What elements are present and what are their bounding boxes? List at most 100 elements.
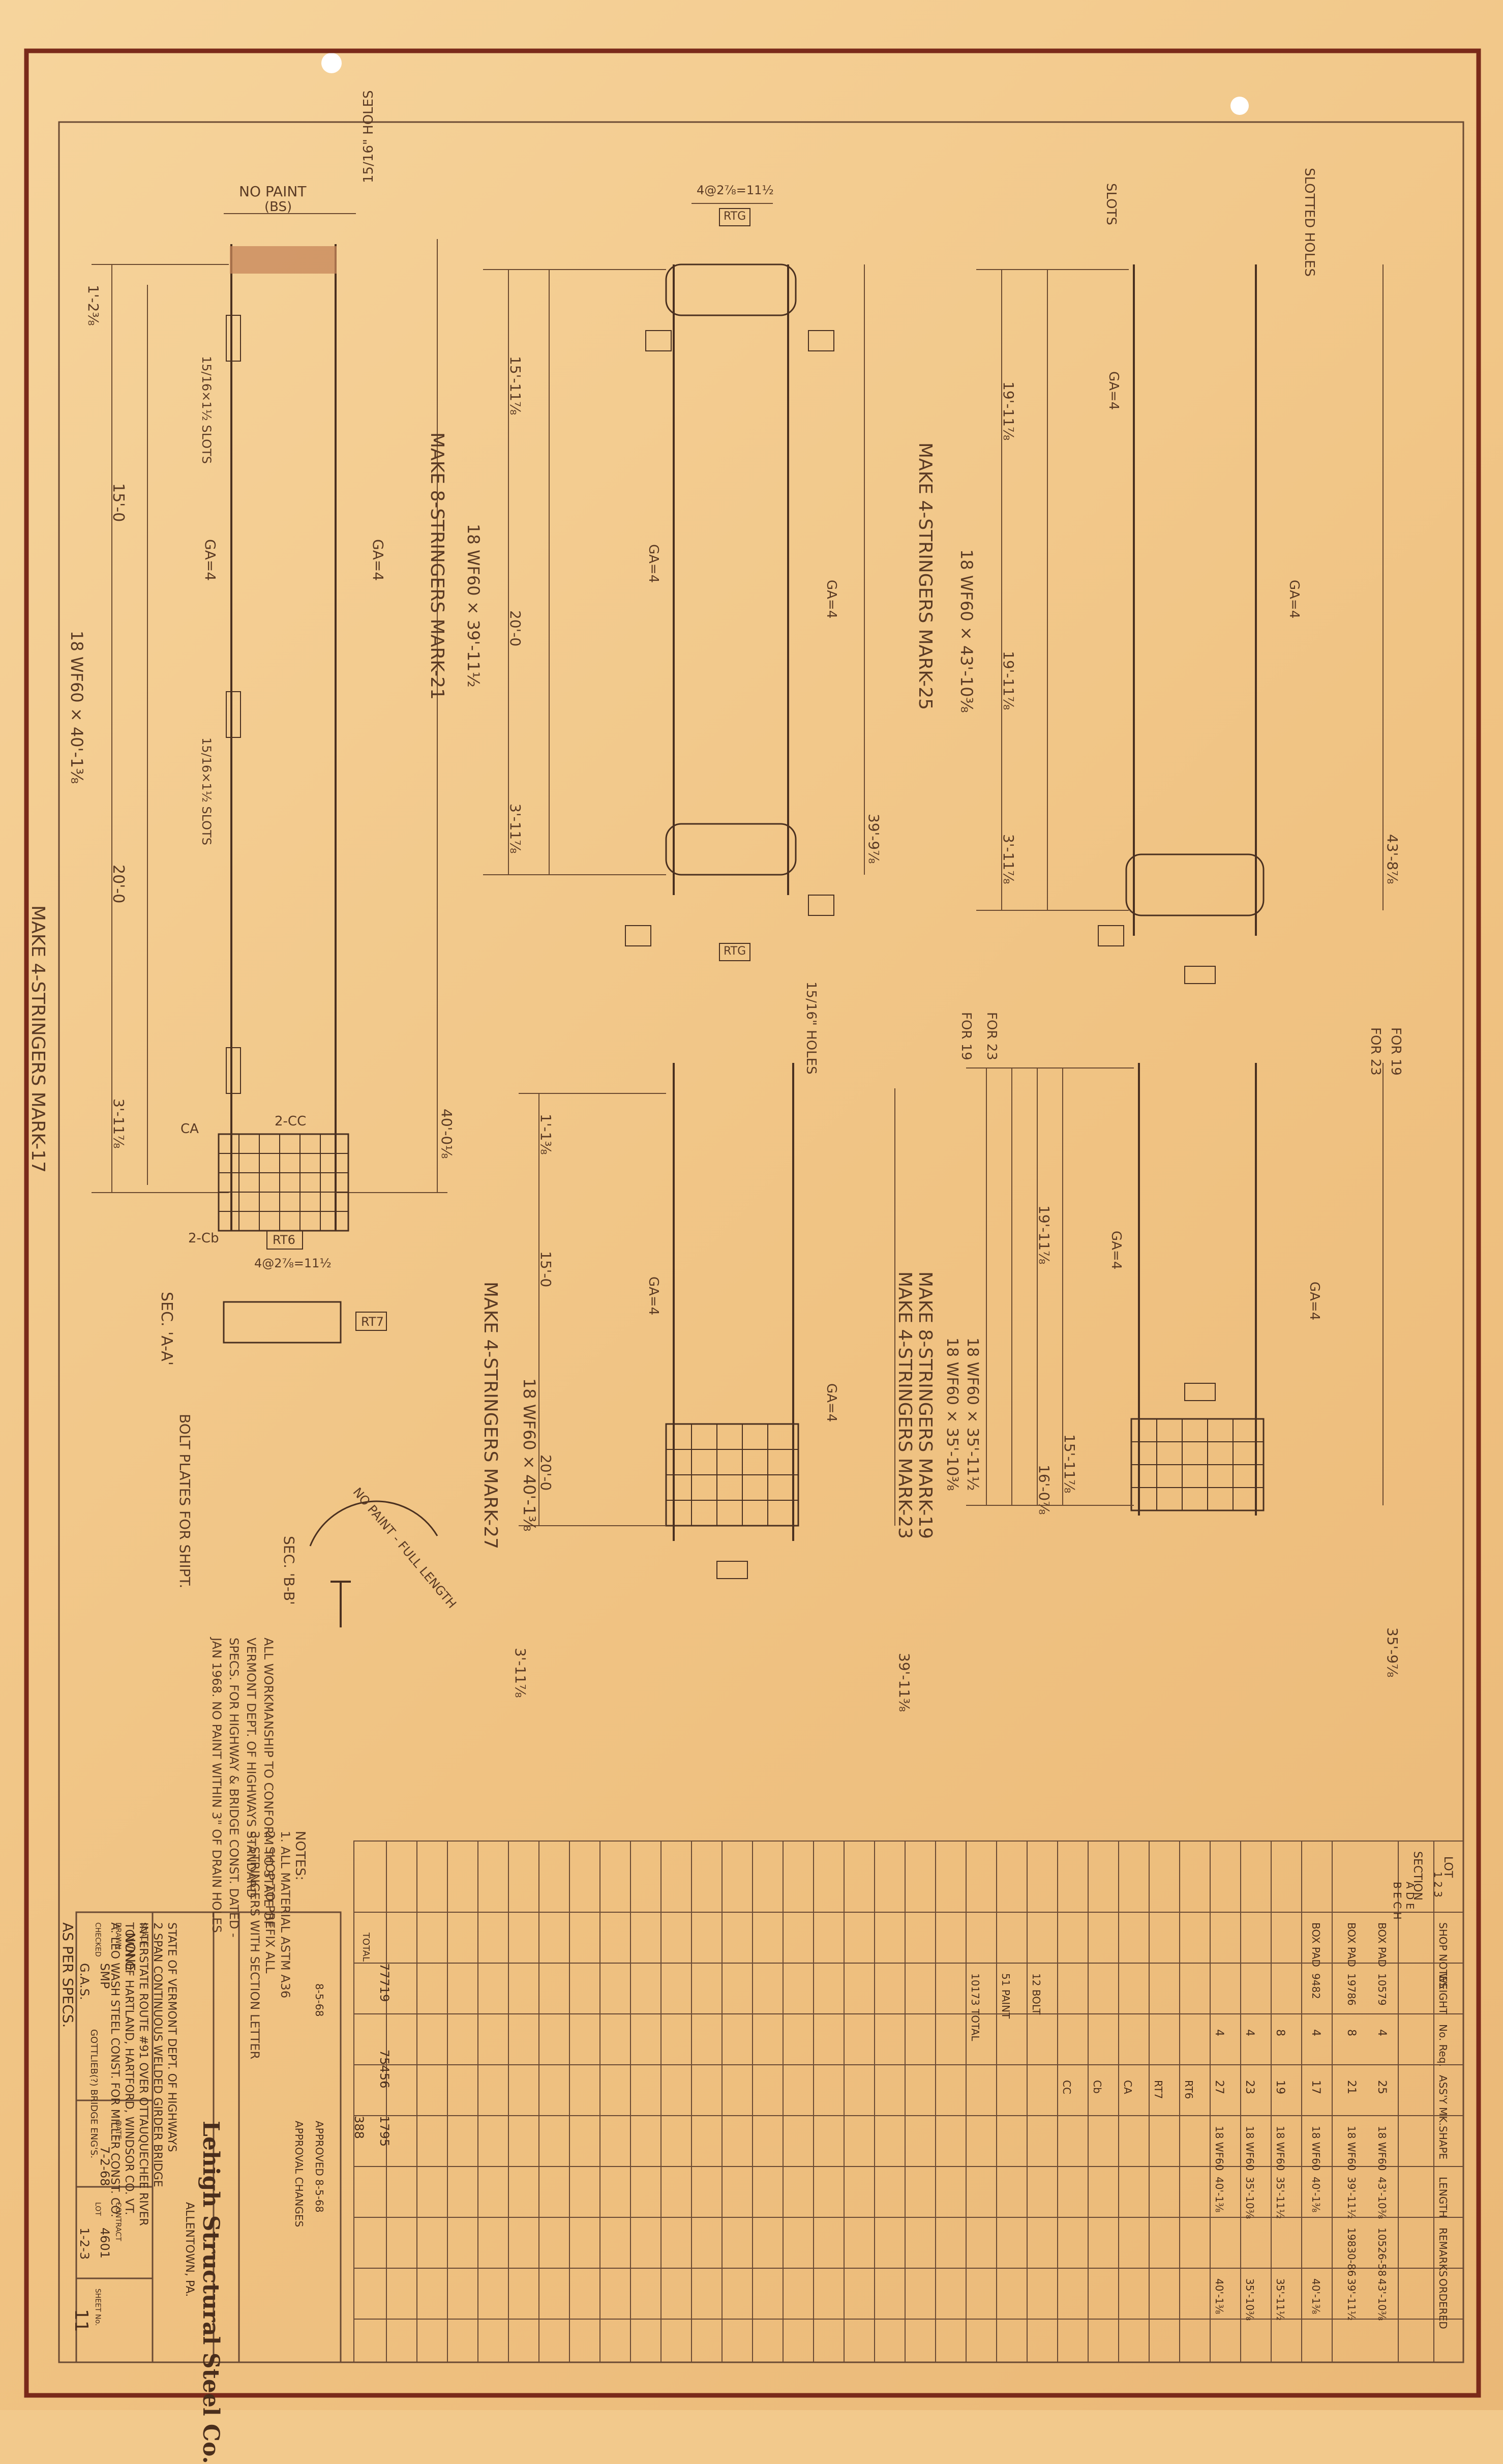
stringer-25-slotted-holes: SLOTTED HOLES <box>1302 168 1317 277</box>
stringer-17-gauge-2: GA=4 <box>370 539 386 581</box>
stringer-19-23-view <box>966 1063 1384 1516</box>
stringer-17-view <box>92 213 447 1344</box>
weld-total: 75456 <box>377 2050 392 2089</box>
stringer-21-dim-3: 3'-11⅞ <box>507 804 524 854</box>
shop-drawing <box>24 48 1481 2398</box>
stringer-25-view <box>976 264 1384 984</box>
date-value: 7-2-68 <box>98 2146 112 2186</box>
row-23-no: 4 <box>1243 2029 1256 2036</box>
stringer-23-section: 18 WF60 × 35'-10⅜ <box>943 1338 961 1491</box>
schedule-header-length: LENGTH <box>1437 2177 1449 2218</box>
stringer-27-dim-1: 1'-1⅜ <box>537 1114 554 1155</box>
stringer-19-dim-4: 35'-9⅞ <box>1384 1627 1401 1678</box>
description-line-2: 2 SPAN CONTINUOUS WELDED GIRDER BRIDGE <box>151 1922 164 2187</box>
contract-value: 4601 <box>98 2228 112 2259</box>
row-17-mk: 17 <box>1309 2080 1322 2094</box>
stringer-27-gauge-2: GA=4 <box>824 1383 839 1422</box>
stringer-21-rtg-top: RTG <box>724 210 746 223</box>
stringer-21-top-dim: 4@2⅞=11½ <box>697 183 774 197</box>
end-label-spacing: 4@2⅞=11½ <box>254 1256 332 1270</box>
stringer-19-gauge-1: GA=4 <box>1108 1231 1124 1270</box>
row-25-length: 43'-10⅜ <box>1376 2177 1388 2219</box>
outer-border <box>24 48 1481 2398</box>
stringer-17-section: 18 WF60 × 40'-1⅜ <box>67 631 86 784</box>
total-label: TOTAL <box>360 1933 371 1962</box>
section-aa-label: SEC. 'A-A' <box>158 1292 175 1366</box>
end-label-2cb: 2-Cb <box>188 1231 219 1246</box>
stringer-25-gauge-2: GA=4 <box>1286 580 1302 619</box>
row-21-weight: 19786 <box>1345 1973 1358 2006</box>
stringer-25-dim-4: 43'-8⅞ <box>1384 834 1401 884</box>
row-23-mk: 23 <box>1243 2080 1256 2094</box>
row-17-no: 4 <box>1309 2029 1322 2036</box>
no-paint-label: NO PAINT <box>239 183 307 200</box>
note-2: 2. SHOP TO PREFIX ALL <box>263 1831 277 1974</box>
stringer-27-title: MAKE 4-STRINGERS MARK-27 <box>480 1282 501 1550</box>
stringer-19-gauge-2: GA=4 <box>1307 1282 1322 1321</box>
date-label: DATE <box>114 2121 122 2140</box>
stringer-17-dim-5: 40'-0⅛ <box>438 1109 455 1159</box>
stringer-23-title: MAKE 4-STRINGERS MARK-23 <box>894 1271 915 1539</box>
schedule-header-no-req: No. Req. <box>1437 2024 1449 2067</box>
plate-total: 1795 <box>377 2116 392 2147</box>
row-17-shape: 18 WF60 <box>1310 2126 1322 2171</box>
misc-ca: CA <box>1122 2080 1134 2094</box>
row-17-ordered: 40'-1⅜ <box>1310 2278 1322 2314</box>
approved-note: APPROVED 8-5-68 <box>313 2121 325 2213</box>
for-23-label-1: FOR 23 <box>984 1012 999 1060</box>
schedule-header-weight: WEIGHT <box>1437 1973 1449 2015</box>
row-17-length: 40'-1⅜ <box>1310 2177 1322 2213</box>
stringer-17-dim-4: 3'-11⅞ <box>110 1099 127 1149</box>
drawn-label: DRAWN <box>114 1922 122 1950</box>
punch-hole <box>321 53 342 73</box>
checked-value: G.A.S. <box>77 1963 92 2000</box>
row-19-mk: 19 <box>1274 2080 1286 2094</box>
row-25-shape: 18 WF60 <box>1376 2126 1388 2171</box>
company-name: Lehigh Structural Steel Co. <box>198 2121 224 2464</box>
row-21-shop: BOX PAD <box>1345 1922 1358 1967</box>
stringer-21-view <box>483 203 865 961</box>
row-19-length: 35'-11½ <box>1274 2177 1286 2219</box>
stringer-21-rtg-bottom: RTG <box>724 945 746 958</box>
bolts-row: 12 BOLT <box>1030 1973 1042 2015</box>
stringer-25-dim-2: 19'-11⅞ <box>1000 651 1017 710</box>
lot-value: 1-2-3 <box>77 2228 92 2260</box>
stringer-19-title: MAKE 8-STRINGERS MARK-19 <box>915 1271 936 1539</box>
stringer-17-slots-1: 15/16×1½ SLOTS <box>199 356 214 464</box>
description-line-3: INTERSTATE ROUTE #91 OVER OTTAUQUECHEE R… <box>137 1922 149 2226</box>
stringer-19-dim-3: 16'-0⅞ <box>1036 1465 1053 1515</box>
row-lot-values: 1 2 3 <box>1432 1872 1444 1897</box>
bolt-plates-note: BOLT PLATES FOR SHIPT. <box>176 1414 193 1589</box>
stringer-17-title: MAKE 4-STRINGERS MARK-17 <box>27 905 48 1173</box>
stringer-21-dim-4: 39'-9⅞ <box>865 814 882 864</box>
inner-border <box>58 121 1464 2363</box>
row-21-remarks: 19830-86 <box>1345 2228 1358 2277</box>
row-21-ordered: 39'-11½ <box>1345 2278 1358 2321</box>
row-27-mk: 27 <box>1213 2080 1225 2094</box>
row-19-shape: 18 WF60 <box>1274 2126 1286 2171</box>
misc-rt6: RT6 <box>1183 2080 1195 2099</box>
row-section-values-2: B E C H <box>1391 1882 1403 1920</box>
row-25-ordered: 43'-10⅜ <box>1376 2278 1388 2321</box>
sheet-label: SHEET No. <box>94 2289 102 2326</box>
stringer-17-dim-2: 15'-0 <box>109 483 127 522</box>
stringer-25-title: MAKE 4-STRINGERS MARK-25 <box>915 442 936 710</box>
material-schedule-grid <box>353 1840 1464 2363</box>
stringer-19-section: 18 WF60 × 35'-11½ <box>964 1338 981 1491</box>
stringer-21-gauge-2: GA=4 <box>824 580 839 619</box>
scale-label: SCALE <box>139 1922 147 1945</box>
row-25-shop: BOX PAD <box>1376 1922 1388 1967</box>
scale-value: NONE <box>122 1933 137 1971</box>
notes-heading: NOTES: <box>292 1831 308 1881</box>
for-19-label-1: FOR 19 <box>958 1012 974 1060</box>
for-19-label-2: FOR 19 <box>1388 1027 1403 1076</box>
checked-label: CHECKED <box>94 1922 102 1957</box>
stringer-21-title: MAKE 8-STRINGERS MARK-21 <box>427 432 447 700</box>
stringer-27-dim-4: 3'-11⅞ <box>512 1648 529 1698</box>
row-27-shape: 18 WF60 <box>1213 2126 1225 2171</box>
row-23-shape: 18 WF60 <box>1244 2126 1256 2171</box>
total-row: 10173 TOTAL <box>969 1973 981 2041</box>
stringer-27-view <box>519 1063 895 1579</box>
no-paint-sub: (BS) <box>264 199 292 215</box>
note-1: 1. ALL MATERIAL ASTM A36 <box>278 1831 292 1999</box>
